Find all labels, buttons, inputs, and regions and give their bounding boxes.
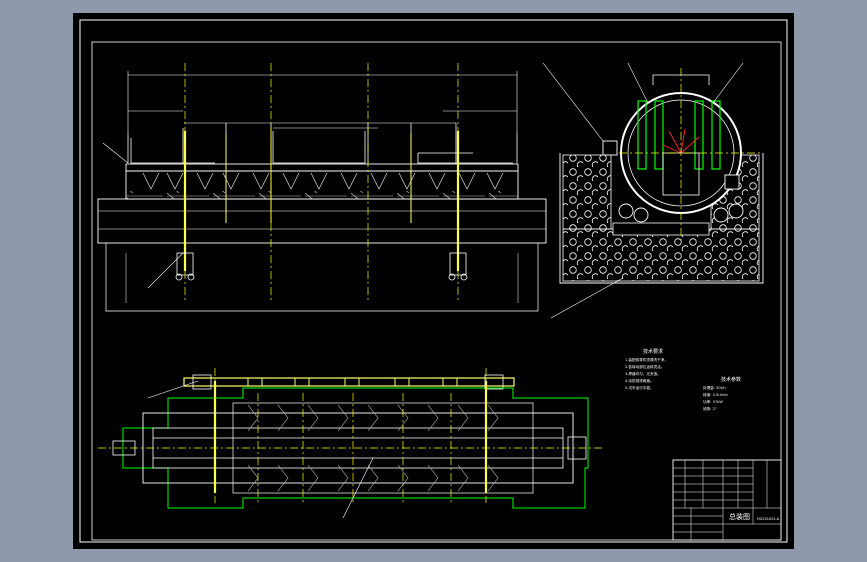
parameters-line: 功率: 37kW — [703, 399, 723, 404]
plan-view — [98, 368, 603, 519]
parameters-line: 转速: 3.5r/min — [703, 392, 728, 397]
parameters-line: 处理量: 50t/h — [703, 385, 726, 390]
parameters-line: 倾角: 2° — [703, 406, 717, 411]
tech-requirements-line: 1.装配前零件须清洗干净。 — [625, 357, 668, 362]
title-block-title: 总装图 — [729, 512, 750, 521]
tech-requirements-line: 3.焊缝均匀，无夹渣。 — [625, 371, 661, 376]
sheet-border-outer — [79, 19, 788, 543]
tech-requirements-title: 技术要求 — [643, 348, 663, 355]
parameters-title: 技术参数 — [721, 376, 741, 383]
sheet-border-inner — [91, 41, 782, 541]
tech-requirements-line: 5.试车运行平稳。 — [625, 385, 654, 390]
title-block-sheet-code: HG201001-A — [757, 517, 780, 521]
side-view — [542, 62, 764, 319]
front-view — [97, 63, 547, 312]
technical-notes: 技术要求 1.装配前零件须清洗干净。 2.各转动部位运转灵活。 3.焊缝均匀，无… — [625, 348, 741, 411]
tech-requirements-line: 4.涂防锈漆两遍。 — [625, 378, 654, 383]
tech-requirements-line: 2.各转动部位运转灵活。 — [625, 364, 664, 369]
cad-drawing: 技术要求 1.装配前零件须清洗干净。 2.各转动部位运转灵活。 3.焊缝均匀，无… — [79, 19, 788, 543]
cad-drawing-viewport[interactable]: 技术要求 1.装配前零件须清洗干净。 2.各转动部位运转灵活。 3.焊缝均匀，无… — [73, 13, 794, 549]
title-block: 总装图 HG201001-A — [672, 459, 782, 541]
